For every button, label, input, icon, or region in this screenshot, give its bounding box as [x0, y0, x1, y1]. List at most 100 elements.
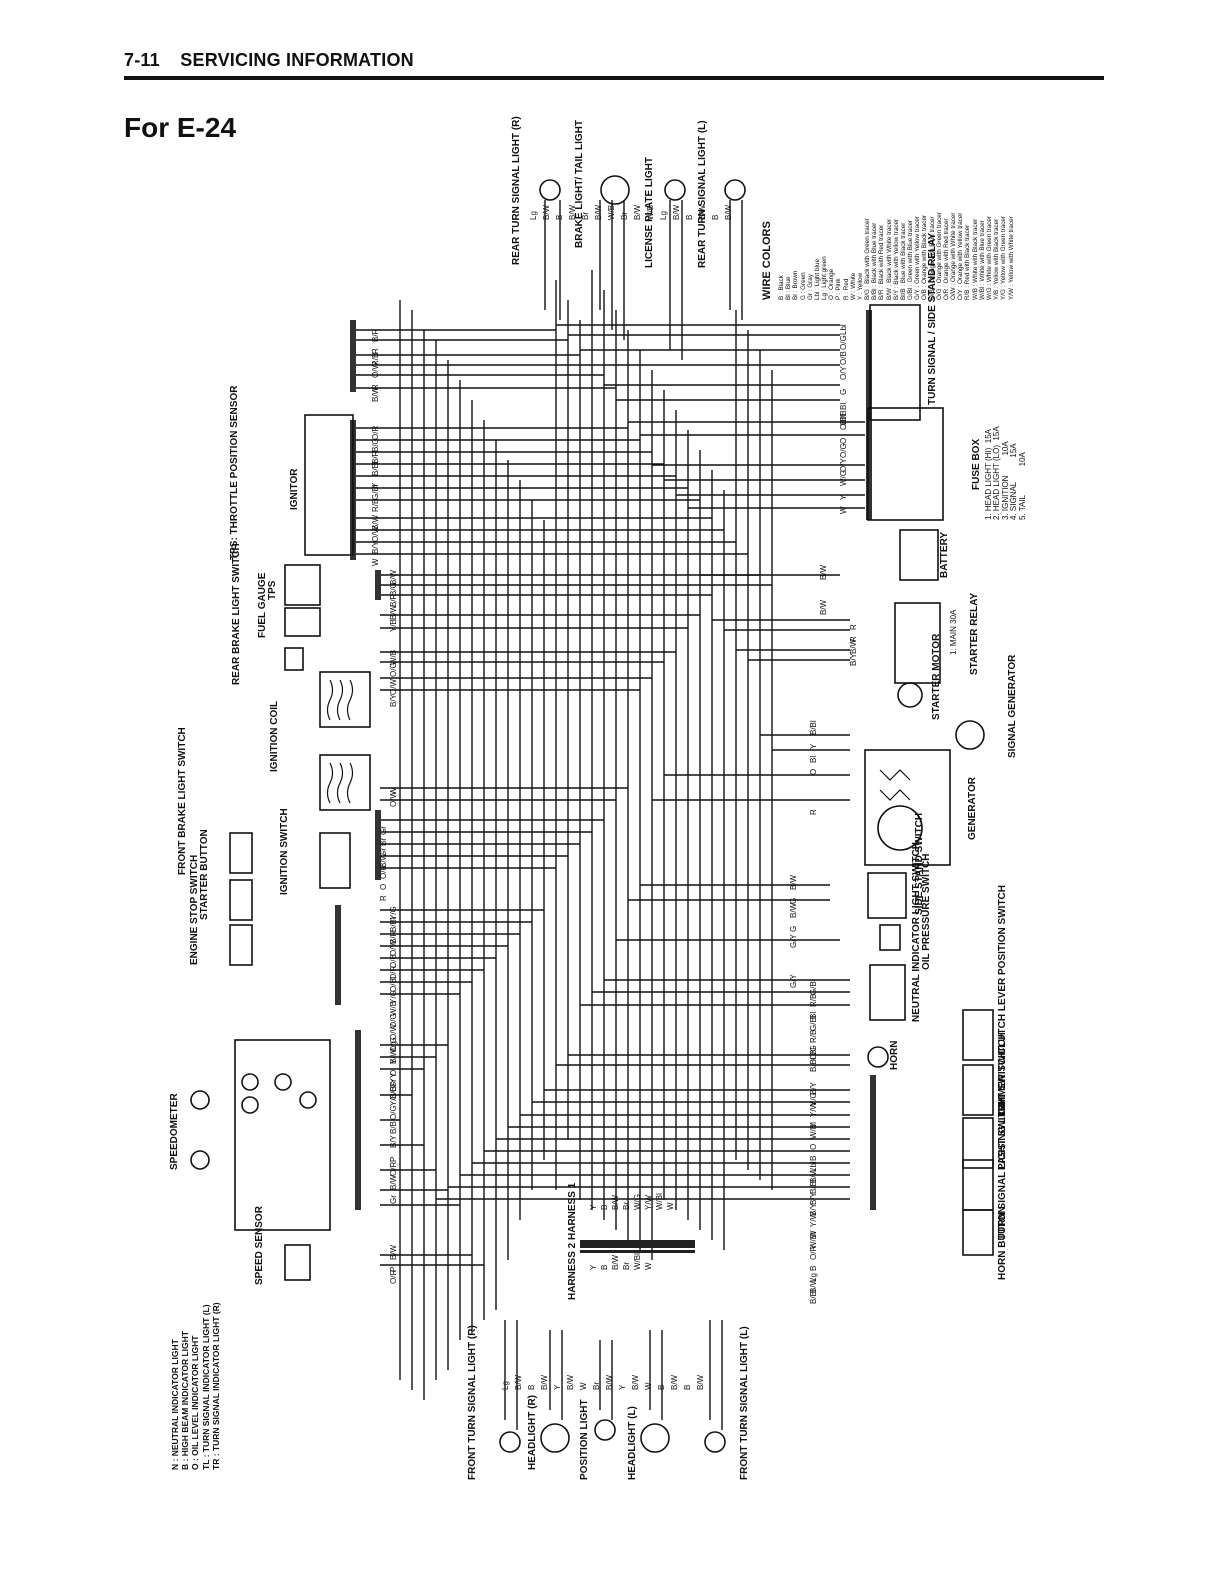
- wc-20: O/B : Orange with Black tracer: [921, 214, 929, 300]
- wire-label-ignitor-bot: O/W: [371, 526, 380, 542]
- wire-label-speedo: B/W: [389, 1174, 398, 1190]
- label-harness1: HARNESS 1: [567, 1182, 578, 1240]
- label-battery: BATTERY: [939, 531, 950, 578]
- wc-10: W : White: [849, 272, 857, 300]
- wire-label-right-switches: Y/W: [809, 1101, 818, 1117]
- wire-label-rear-lights: B/W: [724, 204, 733, 220]
- label-starter-motor: STARTER MOTOR: [931, 633, 942, 720]
- wc-9: R : Red: [842, 278, 850, 300]
- label-clutch-switch: CLUTCH LEVER POSITION SWITCH: [997, 885, 1008, 1055]
- wc-7: O : Orange: [828, 268, 836, 300]
- wire-label-right-switches: B: [809, 1265, 818, 1271]
- wire-label-rear-brake: O/G: [389, 662, 398, 677]
- label-speedometer: SPEEDOMETER: [169, 1093, 180, 1170]
- wc-8: P : Pink: [835, 278, 843, 300]
- wire-label-harness1: B/W: [611, 1194, 620, 1210]
- wire-label-ign-switch: R: [379, 895, 388, 901]
- wire-label-fuel: B/W: [389, 604, 398, 620]
- wire-label-fuse: W: [839, 506, 848, 514]
- label-rear-turn-l: REAR TURN SIGNAL LIGHT (L): [697, 120, 708, 268]
- wc-16: B/Y : Black with Yellow tracer: [892, 218, 900, 300]
- wire-label-rear-lights: W/B: [607, 204, 616, 220]
- wire-label-side-stand: B/W: [789, 902, 798, 918]
- wire-label-rear-lights: B/W: [633, 204, 642, 220]
- wire-label-harness1: Y: [589, 1204, 598, 1210]
- wire-label-rear-lights: W/B: [646, 204, 655, 220]
- label-front-turn-l: FRONT TURN SIGNAL LIGHT (L): [739, 1326, 750, 1480]
- wire-label-relay: Lbl: [839, 324, 848, 335]
- wire-label-front-lights: B/W: [670, 1374, 679, 1390]
- wire-label-right-switches: W/Bl: [809, 1122, 818, 1139]
- legend-2: O : OIL LEVEL INDICATOR LIGHT: [190, 1335, 201, 1470]
- wire-label-harness1: Y/W: [644, 1194, 653, 1210]
- wire-label-front-lights: W: [579, 1382, 588, 1390]
- wire-label-neutral: G/Bl: [809, 1015, 818, 1031]
- label-headlight-r: HEADLIGHT (R): [527, 1395, 538, 1470]
- wc-25: O/Y : Orange with Yellow tracer: [957, 212, 965, 300]
- wiring-diagram: REAR TURN SIGNAL LIGHT (R) BRAKE LIGHT/ …: [150, 116, 1070, 1480]
- wire-colors-title: WIRE COLORS: [761, 221, 773, 300]
- label-front-turn-r: FRONT TURN SIGNAL LIGHT (R): [467, 1325, 478, 1480]
- wc-27: W/B : White with Black tracer: [971, 218, 979, 300]
- label-front-brake-switch: FRONT BRAKE LIGHT SWITCH: [177, 727, 188, 875]
- wire-label-ign-switch: Br: [379, 838, 388, 846]
- wire-label-relay: O/Y: [839, 366, 848, 380]
- wire-label-rear-lights: B/W: [672, 204, 681, 220]
- wire-label-fuse: O/Bl: [839, 414, 848, 430]
- wire-label-harness1: W/G: [633, 1194, 642, 1210]
- wc-5: Lbl : Light blue: [813, 259, 821, 300]
- wc-6: Lg : Light green: [821, 256, 829, 300]
- wire-label-rear-lights: B/W: [698, 204, 707, 220]
- wire-label-ign-switch: O: [379, 883, 388, 890]
- label-rear-turn-r: REAR TURN SIGNAL LIGHT (R): [511, 116, 522, 265]
- legend-3: TL : TURN SIGNAL INDICATOR LIGHT (L): [200, 1304, 211, 1470]
- wire-label-oil: G/Y: [789, 974, 798, 988]
- legend-0: N : NEUTRAL INDICATOR LIGHT: [170, 1339, 180, 1470]
- wire-label-side-stand: G: [789, 925, 798, 932]
- label-ignition-coil: IGNITION COIL: [269, 700, 280, 772]
- wire-label-speedo: B/Bl: [389, 1119, 398, 1134]
- wire-label-speedo: O/R: [389, 1161, 398, 1176]
- wire-label-harness2: W/Bl: [633, 1253, 642, 1270]
- wire-label-battery: B/W: [819, 599, 828, 615]
- wire-label-right-switches: Y/W: [809, 1211, 818, 1227]
- wire-label-speedo: O/G: [389, 1105, 398, 1120]
- label-signal-generator: SIGNAL GENERATOR: [1007, 654, 1018, 758]
- wire-label-front-lights: Y: [553, 1384, 562, 1390]
- wire-label-speed-sensor: O/R: [389, 1269, 398, 1284]
- wire-label-fuse: Y: [839, 494, 848, 500]
- wc-1: Bl : Blue: [785, 276, 793, 300]
- label-oil-pressure-switch: OIL PRESSURE SWITCH: [921, 853, 932, 971]
- wire-label-relay: O/B: [839, 351, 848, 365]
- label-position-light: POSITION LIGHT: [579, 1399, 590, 1480]
- wire-label-right-switches: O/R: [809, 1245, 818, 1260]
- page-header: 7-11 SERVICING INFORMATION: [124, 50, 1104, 80]
- label-tps: TPS: [267, 580, 278, 600]
- wire-label-ign-switch: Gr: [379, 826, 388, 835]
- wire-label-speedo: Y/B: [389, 1093, 398, 1106]
- wire-label-harness2: Br: [622, 1262, 631, 1270]
- wire-label-front-lights: B/W: [514, 1374, 523, 1390]
- wire-label-fuel: Y/B: [389, 619, 398, 632]
- wire-label-ignitor-mid: B/Bl: [371, 461, 380, 476]
- wire-label-front-lights: Y: [618, 1384, 627, 1390]
- wc-4: Gr : Gray: [806, 274, 814, 300]
- wire-label-battery: B/W: [819, 564, 828, 580]
- wire-label-ignitor-top: B/R: [371, 328, 380, 342]
- wire-label-gen: O: [809, 768, 818, 775]
- section-title: SERVICING INFORMATION: [180, 50, 414, 70]
- wire-label-harness2: Y: [589, 1264, 598, 1270]
- wire-label-rear-lights: B: [555, 214, 564, 220]
- wire-label-harness2: W: [644, 1262, 653, 1270]
- wc-0: B : Black: [778, 275, 785, 300]
- wire-label-front-lights: B/W: [566, 1374, 575, 1390]
- wire-label-horn: B/Bl: [809, 1057, 818, 1072]
- wc-21: O/Bl : Orange with Blue tracer: [928, 216, 936, 300]
- wire-label-front-lights: B: [683, 1384, 692, 1390]
- label-horn-button: HORN BUTTON: [997, 1206, 1008, 1280]
- wire-label-front-lights: B/W: [631, 1374, 640, 1390]
- label-rear-brake-switch: REAR BRAKE LIGHT SWITCH: [231, 543, 242, 685]
- wc-17: Bl/B : Blue with Black tracer: [899, 222, 907, 300]
- wire-label-rear-lights: B/W: [594, 204, 603, 220]
- wire-label-starter: R: [849, 624, 858, 630]
